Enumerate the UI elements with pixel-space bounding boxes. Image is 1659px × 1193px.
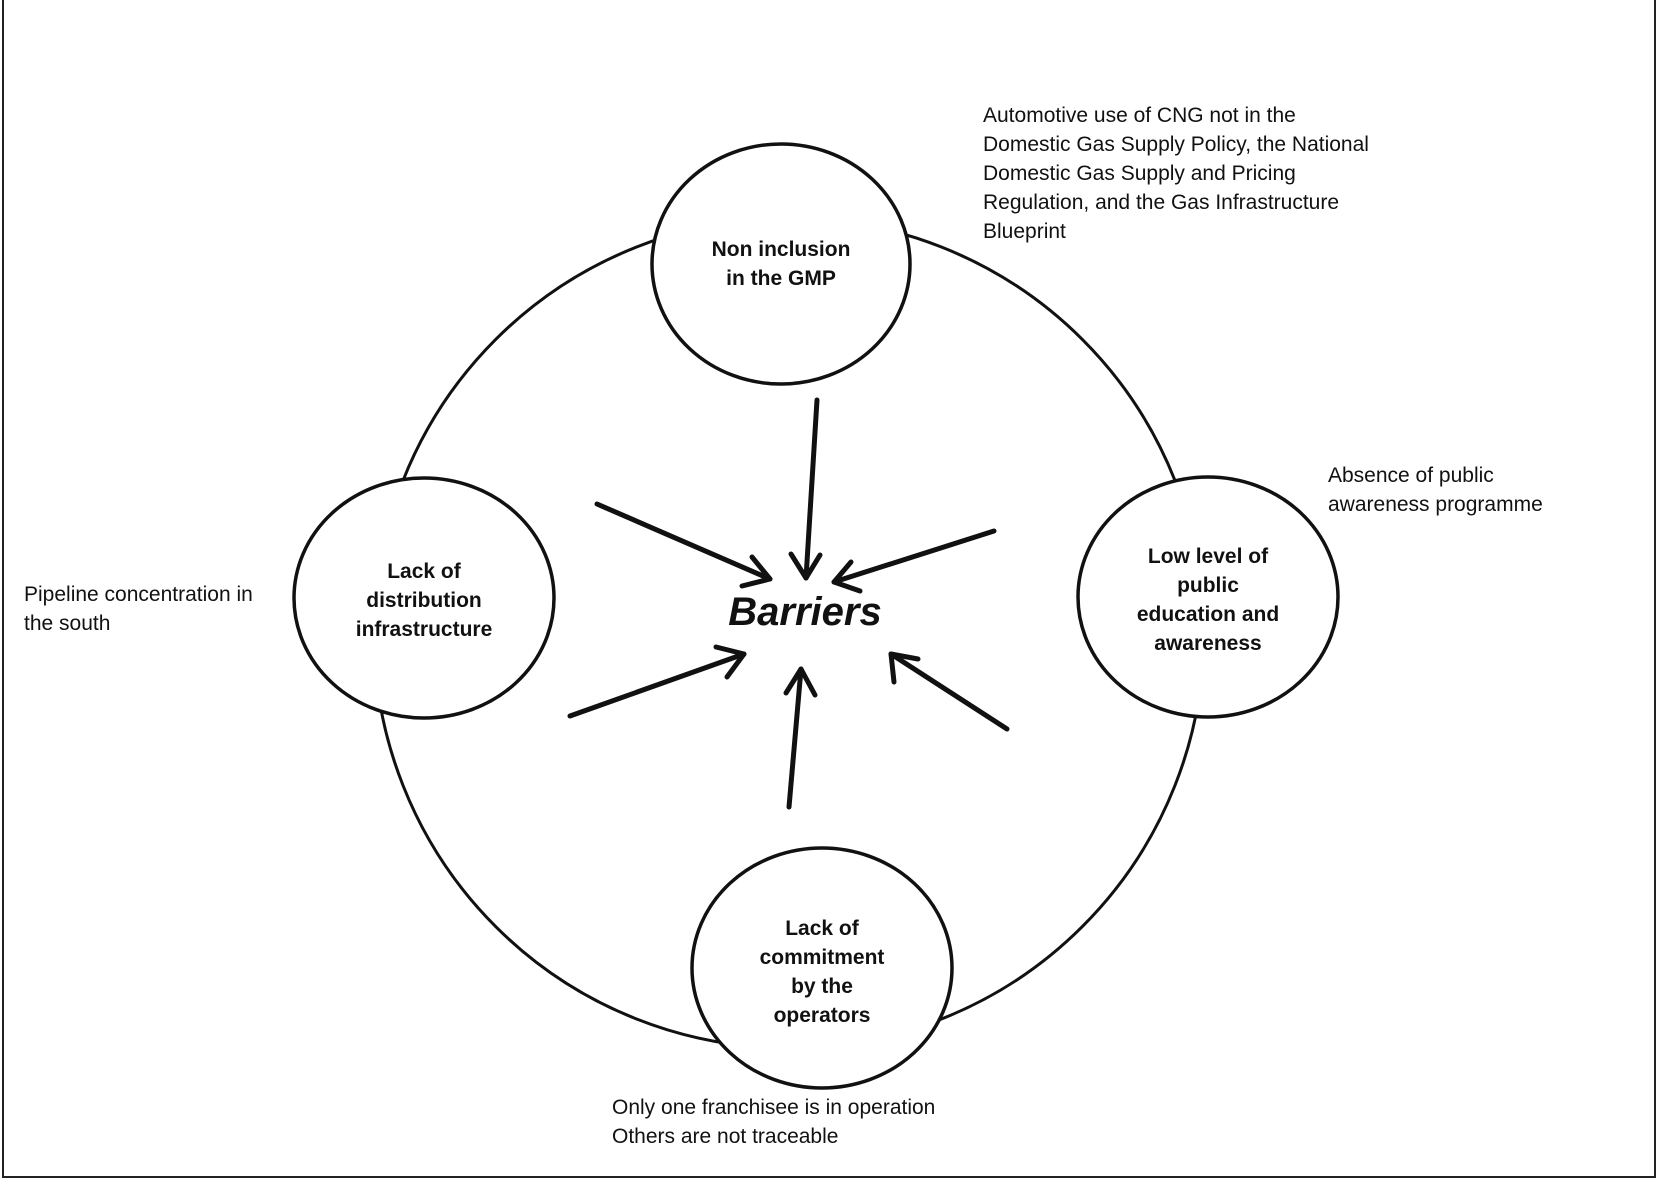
arrow-from-upper-left — [594, 501, 773, 589]
note-top: Automotive use of CNG not in the Domesti… — [983, 104, 1369, 243]
node-top-label: Non inclusion in the GMP — [711, 238, 851, 290]
arrow-from-lower-left — [567, 644, 747, 719]
note-right: Absence of public awareness programme — [1328, 464, 1543, 516]
node-left-circle — [292, 476, 556, 720]
note-bottom: Only one franchisee is in operation Othe… — [612, 1096, 936, 1148]
arrow-from-bottom — [783, 666, 818, 810]
barriers-title: Barriers — [728, 590, 882, 634]
note-left: Pipeline concentration in the south — [24, 583, 253, 635]
arrow-from-lower-right — [888, 651, 1010, 732]
node-bottom-label: Lack of commitment by the operators — [759, 917, 885, 1027]
node-bottom-circle — [690, 846, 954, 1090]
arrow-from-upper-right — [831, 528, 997, 594]
node-right-label: Low level of public education and awaren… — [1136, 545, 1280, 655]
node-right-circle — [1076, 475, 1340, 719]
node-left-label: Lack of distribution infrastructure — [355, 559, 493, 641]
node-top-circle — [650, 142, 912, 386]
arrow-from-top — [788, 397, 823, 581]
